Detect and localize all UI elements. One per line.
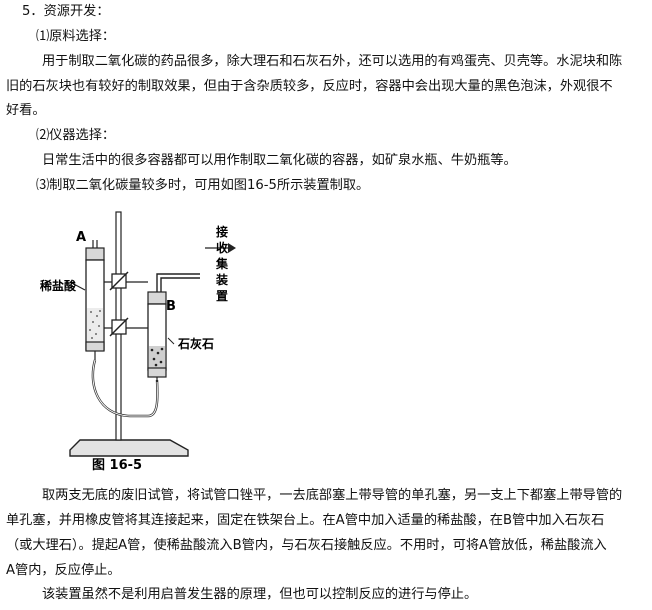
procedure-line-1: 取两支无底的废旧试管，将试管口锉平，一去底部塞上带导管的单孔塞，另一支上下都塞上… xyxy=(42,488,623,503)
tube-b-label: B xyxy=(166,299,176,314)
svg-text:接: 接 xyxy=(216,224,228,239)
instrument-label: ⑵仪器选择： xyxy=(36,128,116,143)
svg-text:收: 收 xyxy=(216,240,228,255)
procedure-line-2: 单孔塞，并用橡皮管将其连接起来，固定在铁架台上。在A管中加入适量的稀盐酸，在B管… xyxy=(6,513,605,528)
procedure-line-3: （或大理石）。提起A管，使稀盐酸流入B管内，与石灰石接触反应。不用时，可将A管放… xyxy=(6,538,607,553)
dilute-acid-label: 稀盐酸 xyxy=(40,278,77,293)
svg-text:置: 置 xyxy=(216,289,228,303)
bulk-preparation-line: ⑶制取二氧化碳量较多时，可用如图16-5所示装置制取。 xyxy=(36,178,370,193)
limestone-label: 石灰石 xyxy=(177,336,214,351)
raw-material-line-2: 旧的石灰块也有较好的制取效果，但由于含杂质较多，反应时，容器中会出现大量的黑色泡… xyxy=(6,79,613,94)
tube-a-label: A xyxy=(76,230,86,245)
raw-material-line-1: 用于制取二氧化碳的药品很多，除大理石和石灰石外，还可以选用的有鸡蛋壳、贝壳等。水… xyxy=(42,54,623,69)
raw-material-line-3: 好看。 xyxy=(6,103,46,118)
section-heading: 5．资源开发： xyxy=(22,4,110,19)
svg-text:集: 集 xyxy=(215,256,229,271)
receiver-label: 接 收 集 装 置 xyxy=(215,224,229,303)
instrument-line-1: 日常生活中的很多容器都可以用作制取二氧化碳的容器，如矿泉水瓶、牛奶瓶等。 xyxy=(42,153,517,168)
procedure-line-4: A管内，反应停止。 xyxy=(6,563,121,578)
apparatus-figure-16-5: A B 稀盐酸 石灰石 接 收 集 装 置 图 16-5 xyxy=(40,211,236,472)
svg-text:装: 装 xyxy=(215,272,228,287)
conclusion-line: 该装置虽然不是利用启普发生器的原理，但也可以控制反应的进行与停止。 xyxy=(42,587,478,602)
raw-material-label: ⑴原料选择： xyxy=(36,29,116,44)
figure-caption: 图 16-5 xyxy=(92,458,142,472)
